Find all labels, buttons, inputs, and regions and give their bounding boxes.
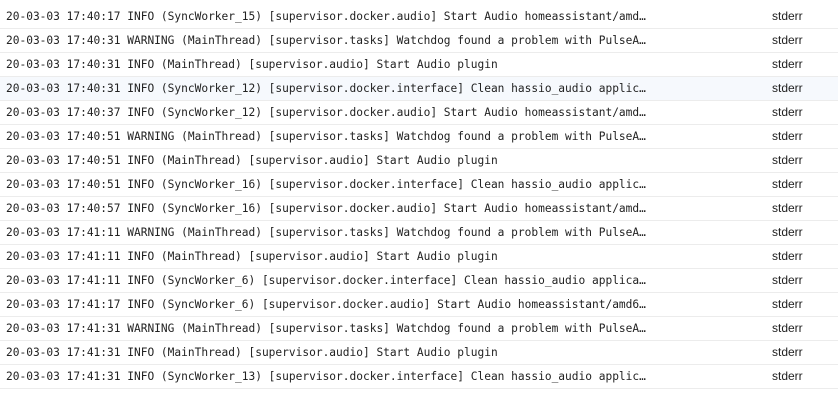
log-row[interactable]: 20-03-03 17:41:11 WARNING (MainThread) [… — [0, 221, 838, 245]
log-row[interactable]: 20-03-03 17:41:31 WARNING (MainThread) [… — [0, 317, 838, 341]
log-source: stderr — [772, 9, 803, 23]
log-message: 20-03-03 17:41:17 INFO (SyncWorker_6) [s… — [6, 298, 646, 311]
log-message: 20-03-03 17:40:31 INFO (MainThread) [sup… — [6, 58, 498, 71]
log-row[interactable]: 20-03-03 17:41:31 INFO (MainThread) [sup… — [0, 341, 838, 365]
log-source: stderr — [772, 57, 803, 71]
log-message: 20-03-03 17:40:17 INFO (SyncWorker_15) [… — [6, 10, 646, 23]
log-row-highlighted[interactable]: 20-03-03 17:40:31 INFO (SyncWorker_12) [… — [0, 77, 838, 101]
log-row[interactable]: 20-03-03 17:41:31 INFO (SyncWorker_13) [… — [0, 365, 838, 389]
log-source: stderr — [772, 225, 803, 239]
log-source: stderr — [772, 273, 803, 287]
log-row[interactable]: 20-03-03 17:40:51 INFO (MainThread) [sup… — [0, 149, 838, 173]
log-message: 20-03-03 17:40:57 INFO (SyncWorker_16) [… — [6, 202, 646, 215]
log-message: 20-03-03 17:41:11 INFO (MainThread) [sup… — [6, 250, 498, 263]
log-message: 20-03-03 17:40:51 INFO (SyncWorker_16) [… — [6, 178, 646, 191]
log-row[interactable]: 20-03-03 17:41:11 INFO (MainThread) [sup… — [0, 245, 838, 269]
log-source: stderr — [772, 153, 803, 167]
log-message: 20-03-03 17:41:11 WARNING (MainThread) [… — [6, 226, 646, 239]
log-source: stderr — [772, 81, 803, 95]
log-row[interactable]: 20-03-03 17:41:11 INFO (SyncWorker_6) [s… — [0, 269, 838, 293]
log-source: stderr — [772, 369, 803, 383]
log-source: stderr — [772, 129, 803, 143]
log-source: stderr — [772, 105, 803, 119]
log-source: stderr — [772, 321, 803, 335]
log-source: stderr — [772, 33, 803, 47]
log-source: stderr — [772, 345, 803, 359]
log-message: 20-03-03 17:40:51 INFO (MainThread) [sup… — [6, 154, 498, 167]
log-row[interactable]: 20-03-03 17:40:37 INFO (SyncWorker_12) [… — [0, 101, 838, 125]
log-row[interactable]: 20-03-03 17:40:31 WARNING (MainThread) [… — [0, 29, 838, 53]
log-message: 20-03-03 17:41:31 INFO (MainThread) [sup… — [6, 346, 498, 359]
log-message: 20-03-03 17:41:11 INFO (SyncWorker_6) [s… — [6, 274, 646, 287]
log-row[interactable]: 20-03-03 17:41:17 INFO (SyncWorker_6) [s… — [0, 293, 838, 317]
log-message: 20-03-03 17:41:31 WARNING (MainThread) [… — [6, 322, 646, 335]
log-message: 20-03-03 17:40:31 INFO (SyncWorker_12) [… — [6, 82, 646, 95]
log-source: stderr — [772, 297, 803, 311]
log-message: 20-03-03 17:40:37 INFO (SyncWorker_12) [… — [6, 106, 646, 119]
log-table: 20-03-03 17:40:17 INFO (SyncWorker_15) [… — [0, 5, 838, 389]
log-row[interactable]: 20-03-03 17:40:51 INFO (SyncWorker_16) [… — [0, 173, 838, 197]
log-source: stderr — [772, 177, 803, 191]
log-row[interactable]: 20-03-03 17:40:31 INFO (MainThread) [sup… — [0, 53, 838, 77]
log-row[interactable]: 20-03-03 17:40:17 INFO (SyncWorker_15) [… — [0, 5, 838, 29]
log-source: stderr — [772, 201, 803, 215]
log-message: 20-03-03 17:41:31 INFO (SyncWorker_13) [… — [6, 370, 646, 383]
log-message: 20-03-03 17:40:31 WARNING (MainThread) [… — [6, 34, 646, 47]
log-row[interactable]: 20-03-03 17:40:57 INFO (SyncWorker_16) [… — [0, 197, 838, 221]
log-source: stderr — [772, 249, 803, 263]
log-message: 20-03-03 17:40:51 WARNING (MainThread) [… — [6, 130, 646, 143]
log-row[interactable]: 20-03-03 17:40:51 WARNING (MainThread) [… — [0, 125, 838, 149]
